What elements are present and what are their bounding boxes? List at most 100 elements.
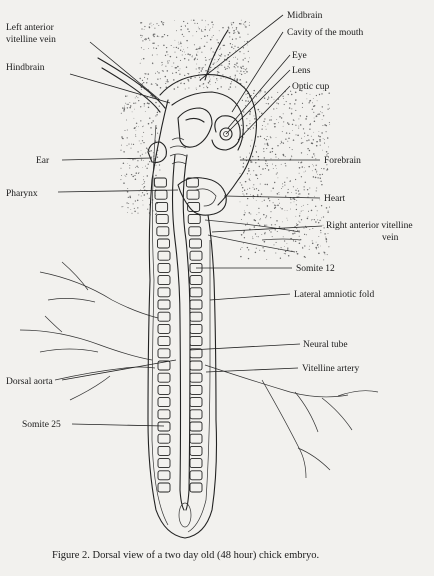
stipple-dot xyxy=(139,155,142,157)
stipple-dot xyxy=(180,82,182,83)
stipple-dot xyxy=(139,94,141,96)
stipple-dot xyxy=(236,70,238,72)
stipple-dot xyxy=(222,26,224,29)
stipple-dot xyxy=(241,99,244,102)
stipple-dot xyxy=(271,236,273,238)
stipple-dot xyxy=(317,173,318,175)
stipple-dot xyxy=(320,111,321,113)
stipple-dot xyxy=(311,108,313,110)
stipple-dot xyxy=(244,57,246,59)
stipple-dot xyxy=(321,106,323,108)
stipple-dot xyxy=(248,178,250,180)
stipple-dot xyxy=(315,158,317,160)
stipple-dot xyxy=(132,175,134,178)
stipple-dot xyxy=(256,214,258,215)
stipple-dot xyxy=(148,48,150,49)
stipple-dot xyxy=(322,149,323,151)
stipple-dot xyxy=(255,150,257,153)
somite xyxy=(189,275,203,286)
stipple-dot xyxy=(306,217,309,220)
stipple-dot xyxy=(211,36,213,38)
stipple-dot xyxy=(156,84,159,86)
stipple-dot xyxy=(281,141,283,144)
stipple-dot xyxy=(122,162,125,164)
stipple-dot xyxy=(236,62,238,64)
somite xyxy=(189,458,203,469)
stipple-dot xyxy=(315,246,318,249)
stipple-dot xyxy=(327,153,328,154)
stipple-dot xyxy=(292,130,293,131)
stipple-dot xyxy=(181,54,183,56)
stipple-dot xyxy=(315,144,318,147)
stipple-dot xyxy=(179,49,182,51)
stipple-dot xyxy=(174,51,176,53)
stipple-dot xyxy=(282,95,284,97)
somite xyxy=(157,336,171,347)
stipple-dot xyxy=(143,179,145,181)
stipple-dot xyxy=(245,193,248,195)
stipple-dot xyxy=(246,156,247,158)
stipple-dot xyxy=(292,198,294,200)
stipple-dot xyxy=(282,186,284,188)
stipple-dot xyxy=(133,102,135,105)
stipple-dot xyxy=(317,113,319,116)
stipple-dot xyxy=(266,224,268,226)
stipple-dot xyxy=(174,19,175,21)
stipple-dot xyxy=(194,57,196,59)
stipple-dot xyxy=(266,183,269,186)
stipple-dot xyxy=(295,178,297,181)
stipple-dot xyxy=(163,22,165,24)
stipple-dot xyxy=(154,33,156,35)
stipple-dot xyxy=(240,234,243,236)
stipple-dot xyxy=(162,64,164,65)
stipple-dot xyxy=(217,71,219,73)
stipple-dot xyxy=(291,155,293,157)
stipple-dot xyxy=(151,122,153,124)
stipple-dot xyxy=(198,28,200,30)
stipple-dot xyxy=(137,151,139,153)
stipple-dot xyxy=(279,202,281,204)
stipple-dot xyxy=(265,164,267,166)
stipple-dot xyxy=(242,162,245,164)
stipple-dot xyxy=(243,194,245,196)
stipple-dot xyxy=(288,230,290,232)
stipple-dot xyxy=(292,240,295,242)
stipple-dot xyxy=(226,67,228,70)
stipple-dot xyxy=(176,30,177,32)
stipple-dot xyxy=(301,102,304,104)
stipple-dot xyxy=(143,81,145,84)
stipple-dot xyxy=(158,72,160,74)
stipple-dot xyxy=(255,151,258,153)
stipple-dot xyxy=(319,144,321,146)
stipple-dot xyxy=(304,167,305,169)
stipple-dot xyxy=(302,142,304,144)
label-pharynx: Pharynx xyxy=(6,189,38,199)
somite xyxy=(189,336,203,347)
stipple-dot xyxy=(241,247,243,249)
label-vitelline-artery: Vitelline artery xyxy=(302,364,359,374)
stipple-dot xyxy=(244,21,247,23)
stipple-dot xyxy=(121,136,123,138)
stipple-dot xyxy=(243,213,246,216)
somite xyxy=(157,348,171,359)
stipple-dot xyxy=(140,37,142,38)
stipple-dot xyxy=(195,68,197,70)
stipple-dot xyxy=(142,40,144,42)
stipple-dot xyxy=(210,49,212,51)
stipple-dot xyxy=(142,57,145,60)
stipple-dot xyxy=(144,165,146,167)
label-right-anterior-vitelline-vein: Right anterior vitelline vein xyxy=(326,221,415,243)
stipple-dot xyxy=(158,36,160,38)
stipple-dot xyxy=(247,61,250,63)
stipple-dot xyxy=(298,215,300,217)
stipple-dot xyxy=(249,57,250,59)
stipple-dot xyxy=(143,187,145,189)
stipple-dot xyxy=(245,69,247,71)
stipple-dot xyxy=(235,56,236,58)
stipple-dot xyxy=(211,21,213,23)
stipple-dot xyxy=(228,88,230,90)
stipple-dot xyxy=(187,28,189,30)
stipple-dot xyxy=(323,90,325,92)
stipple-dot xyxy=(298,196,300,198)
stipple-dot xyxy=(256,236,257,237)
